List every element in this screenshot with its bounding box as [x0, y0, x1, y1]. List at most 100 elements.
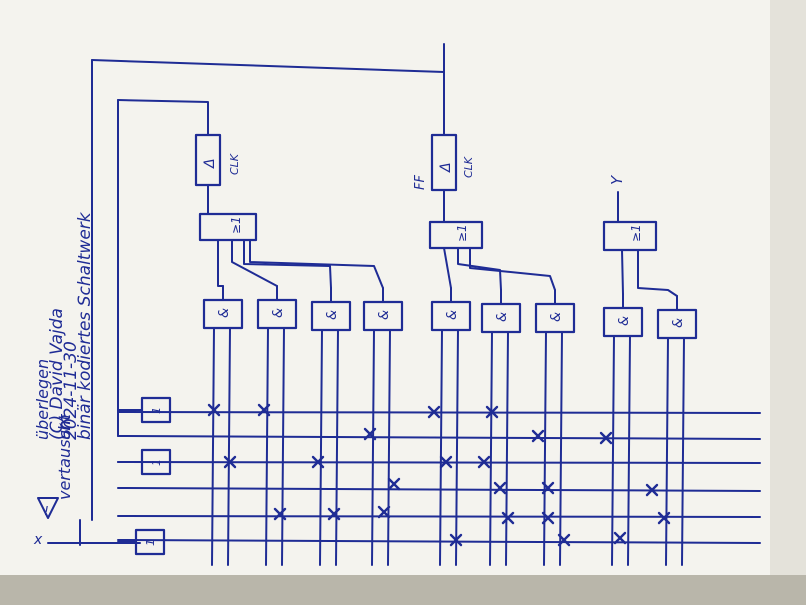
flipflop-2-delta: Δ: [438, 162, 454, 173]
flipflop-2-clk: CLK: [462, 156, 475, 178]
and-input: [611, 335, 615, 566]
or-input: [231, 239, 278, 287]
date-group: 2024-11-30: [61, 341, 81, 440]
and-input: [335, 329, 339, 566]
warning-mark: !: [44, 504, 49, 518]
note-side-2: um: [55, 414, 74, 440]
or-input: [217, 239, 224, 287]
and-gate-1: [202, 298, 244, 330]
not-gate-1: [140, 396, 172, 424]
and-gate-3: [310, 300, 352, 332]
and-gate-7: [534, 302, 576, 334]
input-x-label: x: [33, 532, 43, 548]
or-input: [457, 247, 502, 291]
signal-line: [117, 435, 761, 440]
and-gate-8: [602, 306, 644, 338]
junction-mark: [439, 455, 453, 469]
and-gate-1-label: &: [217, 308, 232, 318]
note-side-1: überlegen: [33, 359, 52, 440]
and-input: [371, 329, 375, 566]
signal-line: [117, 461, 761, 464]
flipflop-1-delta: Δ: [202, 158, 218, 169]
and-gate-5-label: &: [445, 310, 460, 320]
handwritten-header: (C) David Vajda: [47, 308, 67, 440]
and-input: [281, 327, 285, 566]
junction-mark: [477, 455, 491, 469]
date-line: 2024-11-30: [61, 341, 81, 440]
subject-group: binär kodiertes Schaltwerk: [75, 211, 95, 440]
junction-mark: [387, 477, 401, 491]
and-gate-4: [362, 300, 404, 332]
junction-mark: [541, 511, 555, 525]
signal-line: [117, 411, 761, 414]
and-gate-8-label: &: [617, 316, 632, 326]
and-input: [227, 327, 231, 566]
flipflop-1-clk: CLK: [228, 153, 241, 175]
flipflop-1: [194, 133, 222, 187]
junction-mark: [541, 481, 555, 495]
junction-mark: [599, 431, 613, 445]
or-input: [443, 247, 452, 289]
and-input: [319, 329, 323, 566]
or-gate-3: [602, 220, 658, 252]
and-input: [543, 331, 547, 566]
output-y-label: Y: [608, 174, 626, 185]
and-input: [265, 327, 269, 566]
and-input: [489, 331, 493, 566]
junction-mark: [485, 405, 499, 419]
or-gate-1: [198, 212, 258, 242]
paper-sheet: [0, 0, 806, 575]
feedback-wire: [91, 59, 445, 73]
and-gate-2: [256, 298, 298, 330]
junction-mark: [501, 511, 515, 525]
or-input: [637, 249, 678, 297]
and-input: [455, 329, 459, 566]
wires: [47, 43, 761, 566]
and-gate-9-label: &: [671, 318, 686, 328]
flipflop-label: FF: [413, 175, 428, 190]
junction-mark: [645, 483, 659, 497]
junction-mark: [311, 455, 325, 469]
ff-label-group: FF: [413, 175, 428, 190]
junction-mark: [493, 481, 507, 495]
flipflop-2: [430, 133, 458, 192]
and-gate-3-label: &: [325, 310, 340, 320]
and-input: [505, 331, 509, 566]
not-gate-1-label: 1: [150, 407, 163, 414]
not-gate-2: [140, 448, 172, 476]
or-input: [469, 247, 556, 291]
not-gate-3-label: 1: [144, 539, 157, 546]
signal-line: [117, 539, 761, 544]
paper-shadow: [770, 0, 806, 575]
junction-mark: [257, 403, 271, 417]
junction-mark: [557, 533, 571, 547]
or-input: [249, 239, 384, 289]
or-input: [621, 249, 624, 295]
and-gate-6: [480, 302, 522, 334]
junction-mark: [531, 429, 545, 443]
and-gate-6-label: &: [495, 312, 510, 322]
junction-mark: [613, 531, 627, 545]
signal-line: [117, 515, 761, 518]
junction-mark: [427, 405, 441, 419]
and-input: [627, 335, 631, 566]
or-gate-1-label: ≥1: [229, 216, 243, 234]
note-side-3: vertauscht: [55, 414, 74, 500]
and-input: [439, 329, 443, 566]
junction-mark: [207, 403, 221, 417]
not-gate-3: [134, 528, 166, 556]
warning-triangle-icon: !: [37, 497, 59, 519]
junction-mark: [327, 507, 341, 521]
handwritten-notes: überlegen um vertauscht: [33, 359, 74, 500]
and-input: [211, 327, 215, 566]
or-gate-3-label: ≥1: [629, 224, 643, 242]
feedback-wire: [117, 99, 209, 136]
and-input: [387, 329, 391, 566]
and-gate-7-label: &: [549, 312, 564, 322]
subject-line: binär kodiertes Schaltwerk: [75, 211, 95, 440]
or-gate-2: [428, 220, 484, 250]
copyright-line: (C) David Vajda: [47, 308, 67, 440]
and-input: [681, 337, 685, 566]
junction-mark: [223, 455, 237, 469]
